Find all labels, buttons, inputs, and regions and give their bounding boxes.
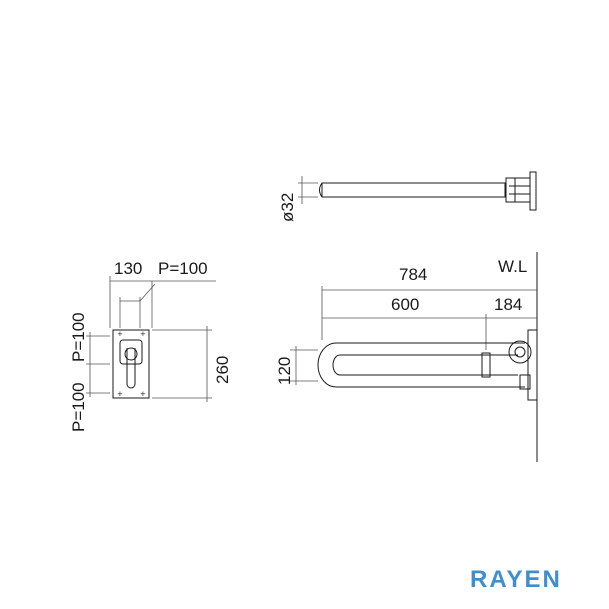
screw-hole-icon: + bbox=[140, 390, 146, 398]
base-plate bbox=[112, 329, 150, 399]
grip-sleeve bbox=[481, 352, 491, 378]
plate-hinge bbox=[119, 339, 143, 365]
brand-logo: RAYEN bbox=[470, 566, 562, 593]
plate-height-label: 260 bbox=[213, 356, 232, 384]
front-bracket bbox=[527, 329, 538, 401]
plate-width-label: 130 bbox=[114, 259, 142, 278]
waterline-label: W.L bbox=[498, 257, 527, 276]
hinge-circle-inner bbox=[514, 346, 526, 358]
diameter-label: ø32 bbox=[278, 193, 297, 222]
hinge-circle bbox=[508, 340, 532, 364]
side-bracket bbox=[505, 177, 531, 203]
pitch-leader bbox=[139, 283, 156, 302]
handrail-inner bbox=[332, 354, 518, 376]
side-view: ø32 bbox=[278, 171, 537, 222]
pitch-top-label: P=100 bbox=[158, 259, 208, 278]
handrail-outer bbox=[317, 342, 525, 388]
side-rod-tip bbox=[319, 182, 323, 198]
screw-hole-icon: + bbox=[117, 330, 123, 338]
screw-hole-icon: + bbox=[117, 390, 123, 398]
bar-length-label: 600 bbox=[391, 295, 419, 314]
screw-hole-icon: + bbox=[140, 330, 146, 338]
pitch-side-lower-label: P=100 bbox=[69, 382, 88, 432]
front-view: W.L 784 600 184 120 bbox=[275, 252, 538, 462]
height-label: 120 bbox=[275, 357, 294, 385]
overall-length-label: 784 bbox=[399, 265, 427, 284]
side-rod bbox=[321, 182, 506, 198]
front-bracket-foot bbox=[519, 374, 531, 390]
plate-hinge-circle bbox=[124, 347, 138, 361]
bracket-offset-label: 184 bbox=[494, 295, 522, 314]
plate-arm bbox=[126, 348, 136, 389]
side-wall-plate bbox=[529, 171, 537, 211]
pitch-side-upper-label: P=100 bbox=[69, 312, 88, 362]
base-plate-view: 130 P=100 + + + + 260 P=100 P=100 bbox=[69, 259, 232, 432]
